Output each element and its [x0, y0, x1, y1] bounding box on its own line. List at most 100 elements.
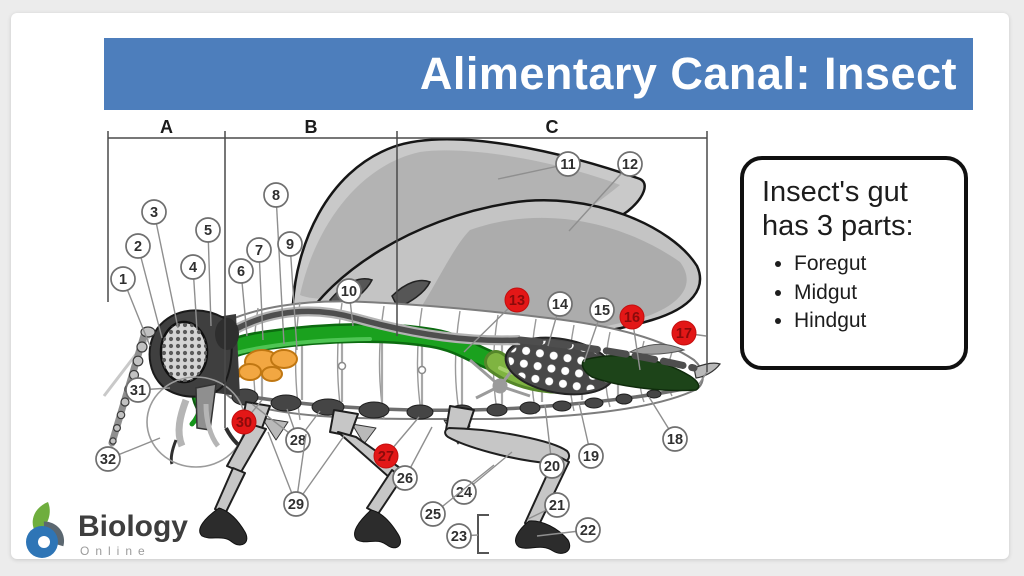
- balloon-circle: [195, 217, 221, 243]
- leader-line: [295, 435, 345, 505]
- balloon-circle: [277, 231, 303, 257]
- label-balloon-3: 3: [141, 199, 179, 329]
- leader-line: [289, 243, 298, 351]
- balloon-circle: [392, 465, 418, 491]
- label-balloon-6: 6: [228, 258, 254, 337]
- balloon-number: 9: [286, 237, 294, 253]
- red-balloon-circle: [619, 304, 645, 330]
- label-balloon-9: 9: [277, 231, 303, 351]
- balloon-number: 22: [580, 523, 596, 539]
- balloon-circle: [662, 426, 688, 452]
- balloon-circle: [336, 278, 362, 304]
- info-title-line2: has 3 parts:: [762, 209, 914, 242]
- logo-b-bowl: [43, 521, 65, 547]
- balloon-circle: [125, 377, 151, 403]
- balloon-number: 13: [509, 293, 525, 309]
- malpighian-tubules: [469, 358, 531, 400]
- balloon-circle: [544, 492, 570, 518]
- balloon-circle: [578, 443, 604, 469]
- leaf-icon: [32, 502, 50, 533]
- label-balloon-12: 12: [568, 151, 643, 232]
- balloon-circle: [283, 491, 309, 517]
- section-label-B: B: [305, 117, 318, 137]
- balloon-number: 2: [134, 239, 142, 255]
- balloon-circle: [555, 151, 581, 177]
- leader-line: [153, 211, 179, 329]
- label-balloon-14: 14: [547, 291, 573, 347]
- balloon-circle: [125, 233, 151, 259]
- leader-line: [432, 464, 495, 515]
- balloon-circle: [451, 479, 477, 505]
- section-label-A: A: [160, 117, 173, 137]
- label-balloon-7: 7: [246, 237, 272, 341]
- balloon-number: 4: [189, 260, 197, 276]
- balloon-circle: [547, 291, 573, 317]
- red-balloon-circle: [504, 287, 530, 313]
- label-balloon-32: 32: [95, 437, 161, 472]
- balloon-number: 3: [150, 205, 158, 221]
- label-balloon-30: 30: [231, 399, 263, 435]
- gut-part-item: Hindgut: [794, 307, 954, 334]
- label-balloon-19: 19: [578, 402, 604, 469]
- balloon-number: 27: [378, 449, 394, 465]
- balloon-circle: [420, 501, 446, 527]
- balloon-number: 15: [594, 303, 610, 319]
- gut-part-item: Midgut: [794, 279, 954, 306]
- balloon-number: 20: [544, 459, 560, 475]
- label-balloon-29: 29: [267, 431, 345, 517]
- leader-line: [267, 431, 297, 505]
- label-balloon-22: 22: [536, 517, 601, 543]
- balloon-number: 28: [290, 433, 306, 449]
- label-balloon-17: 17: [671, 320, 707, 346]
- c-guide-tail-link: [698, 371, 708, 385]
- label-balloon-1: 1: [110, 266, 151, 347]
- label-balloon-28: 28: [251, 403, 321, 453]
- balloon-circle: [246, 237, 272, 263]
- slide-title: Alimentary Canal: Insect: [419, 48, 957, 99]
- label-balloon-21: 21: [527, 492, 570, 520]
- tarsus-bracket: [477, 514, 489, 554]
- balloon-circle: [589, 297, 615, 323]
- balloon-circle: [228, 258, 254, 284]
- balloon-number: 25: [425, 507, 441, 523]
- balloon-circle: [575, 517, 601, 543]
- label-balloon-18: 18: [648, 396, 688, 452]
- balloon-number: 16: [624, 310, 640, 326]
- leader-line: [137, 245, 163, 339]
- red-balloon-circle: [671, 320, 697, 346]
- label-balloon-5: 5: [195, 217, 221, 327]
- label-balloon-10: 10: [336, 278, 362, 327]
- balloon-number: 30: [236, 415, 252, 431]
- balloon-number: 26: [397, 471, 413, 487]
- gut-parts-list: ForegutMidgutHindgut: [762, 250, 954, 334]
- balloon-number: 19: [583, 449, 599, 465]
- balloon-number: 6: [237, 264, 245, 280]
- leader-line: [258, 249, 264, 341]
- compound-eye-facets: [161, 322, 207, 382]
- label-balloon-25: 25: [420, 464, 495, 527]
- label-balloon-24: 24: [451, 451, 513, 505]
- red-balloon-circle: [373, 443, 399, 469]
- hind-leg: [444, 405, 571, 554]
- title-banner: Alimentary Canal: Insect: [104, 38, 973, 110]
- gray-leaf-structure: [628, 343, 686, 355]
- balloon-circle: [141, 199, 167, 225]
- red-balloon-circle: [231, 409, 257, 435]
- label-balloon-15: 15: [583, 297, 615, 363]
- logo-emblem: [26, 502, 65, 558]
- leader-line: [275, 194, 285, 345]
- occiput-shade: [215, 318, 239, 350]
- balloon-number: 18: [667, 432, 683, 448]
- biology-online-logo: Biology Online: [20, 500, 188, 560]
- label-balloon-26: 26: [392, 426, 433, 491]
- info-box: Insect's gut has 3 parts: ForegutMidgutH…: [740, 156, 968, 370]
- label-balloon-11: 11: [497, 151, 581, 180]
- logo-text: Biology Online: [78, 512, 188, 559]
- balloon-circle: [539, 453, 565, 479]
- balloon-circle: [95, 446, 121, 472]
- balloon-number: 12: [622, 157, 638, 173]
